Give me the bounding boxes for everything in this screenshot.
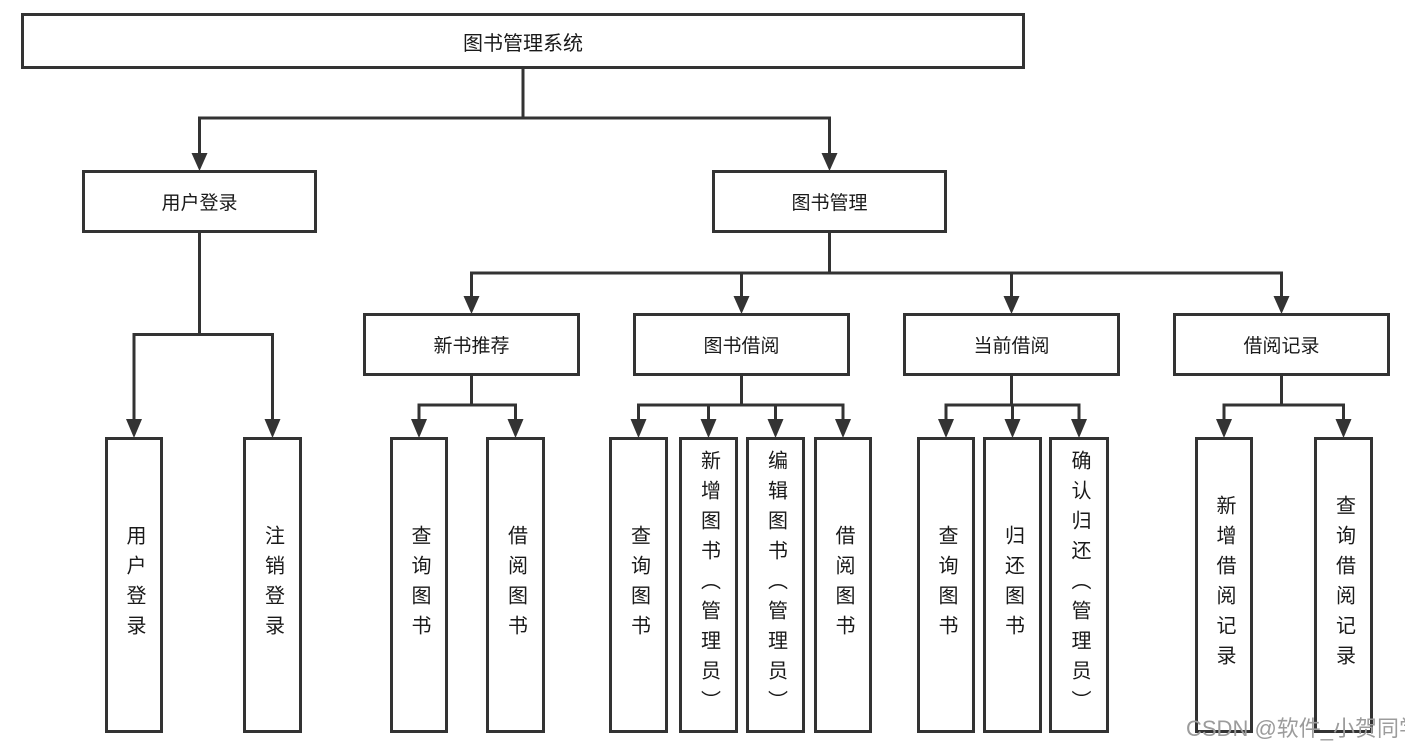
arrowhead-icon (264, 419, 281, 438)
arrowhead-icon (191, 153, 208, 171)
leaf-query-borrow-record: 查询借阅记录 (1314, 437, 1373, 733)
node-label: 注销登录 (261, 525, 284, 645)
node-book-system: 图书管理系统 (21, 13, 1025, 69)
node-label: 借阅图书 (832, 525, 854, 645)
arrowhead-icon (1335, 419, 1352, 438)
leaf-borrow-books-recommend: 借阅图书 (486, 437, 545, 733)
node-label: 查询借阅记录 (1332, 495, 1355, 675)
node-label: 借阅记录 (1243, 336, 1320, 357)
leaf-logout: 注销登录 (243, 437, 302, 733)
arrowhead-icon (938, 419, 954, 438)
node-current-borrowing: 当前借阅 (903, 313, 1120, 376)
node-label: 用户登录 (123, 525, 145, 645)
arrowhead-icon (1071, 419, 1087, 438)
node-label: 图书管理系统 (463, 32, 583, 55)
leaf-edit-books-admin: 编辑图书（管理员） (746, 437, 805, 733)
leaf-query-books-borrow: 查询图书 (609, 437, 668, 733)
leaf-user-login: 用户登录 (105, 437, 163, 733)
node-label: 借阅图书 (504, 525, 527, 645)
node-label: 新增图书（管理员） (697, 450, 720, 720)
node-book-borrowing: 图书借阅 (633, 313, 850, 376)
leaf-query-books-recommend: 查询图书 (390, 437, 448, 733)
node-new-book-recommend: 新书推荐 (363, 313, 580, 376)
arrowhead-icon (630, 419, 647, 438)
node-label: 查询图书 (935, 525, 957, 645)
node-label: 新书推荐 (433, 336, 510, 357)
node-label: 归还图书 (1001, 525, 1024, 645)
node-label: 新增借阅记录 (1213, 495, 1235, 675)
arrowhead-icon (733, 296, 750, 314)
arrowhead-icon (463, 296, 480, 314)
leaf-confirm-return-admin: 确认归还（管理员） (1049, 437, 1109, 733)
node-label: 图书借阅 (703, 336, 780, 357)
leaf-query-books-current: 查询图书 (917, 437, 975, 733)
arrowhead-icon (507, 419, 524, 438)
arrowhead-icon (1004, 419, 1021, 438)
node-label: 用户登录 (161, 193, 238, 214)
leaf-add-books-admin: 新增图书（管理员） (679, 437, 738, 733)
node-label: 图书管理 (791, 193, 868, 214)
node-label: 编辑图书（管理员） (764, 450, 787, 720)
csdn-watermark: CSDN @软件_小贺同学 (1186, 716, 1405, 741)
leaf-borrow-books: 借阅图书 (814, 437, 872, 733)
arrowhead-icon (835, 419, 851, 438)
arrowhead-icon (126, 419, 142, 438)
arrowhead-icon (700, 419, 717, 438)
arrowhead-icon (1216, 419, 1232, 438)
node-label: 当前借阅 (973, 336, 1050, 357)
node-borrow-records: 借阅记录 (1173, 313, 1390, 376)
arrowhead-icon (411, 419, 427, 438)
node-book-management: 图书管理 (712, 170, 947, 233)
node-label: 确认归还（管理员） (1068, 450, 1090, 720)
node-label: 查询图书 (627, 525, 650, 645)
leaf-add-borrow-record: 新增借阅记录 (1195, 437, 1253, 733)
node-label: 查询图书 (408, 525, 430, 645)
arrowhead-icon (1273, 296, 1290, 314)
arrowhead-icon (1003, 296, 1020, 314)
leaf-return-books: 归还图书 (983, 437, 1042, 733)
arrowhead-icon (821, 153, 838, 171)
arrowhead-icon (767, 419, 784, 438)
node-user-login: 用户登录 (82, 170, 317, 233)
